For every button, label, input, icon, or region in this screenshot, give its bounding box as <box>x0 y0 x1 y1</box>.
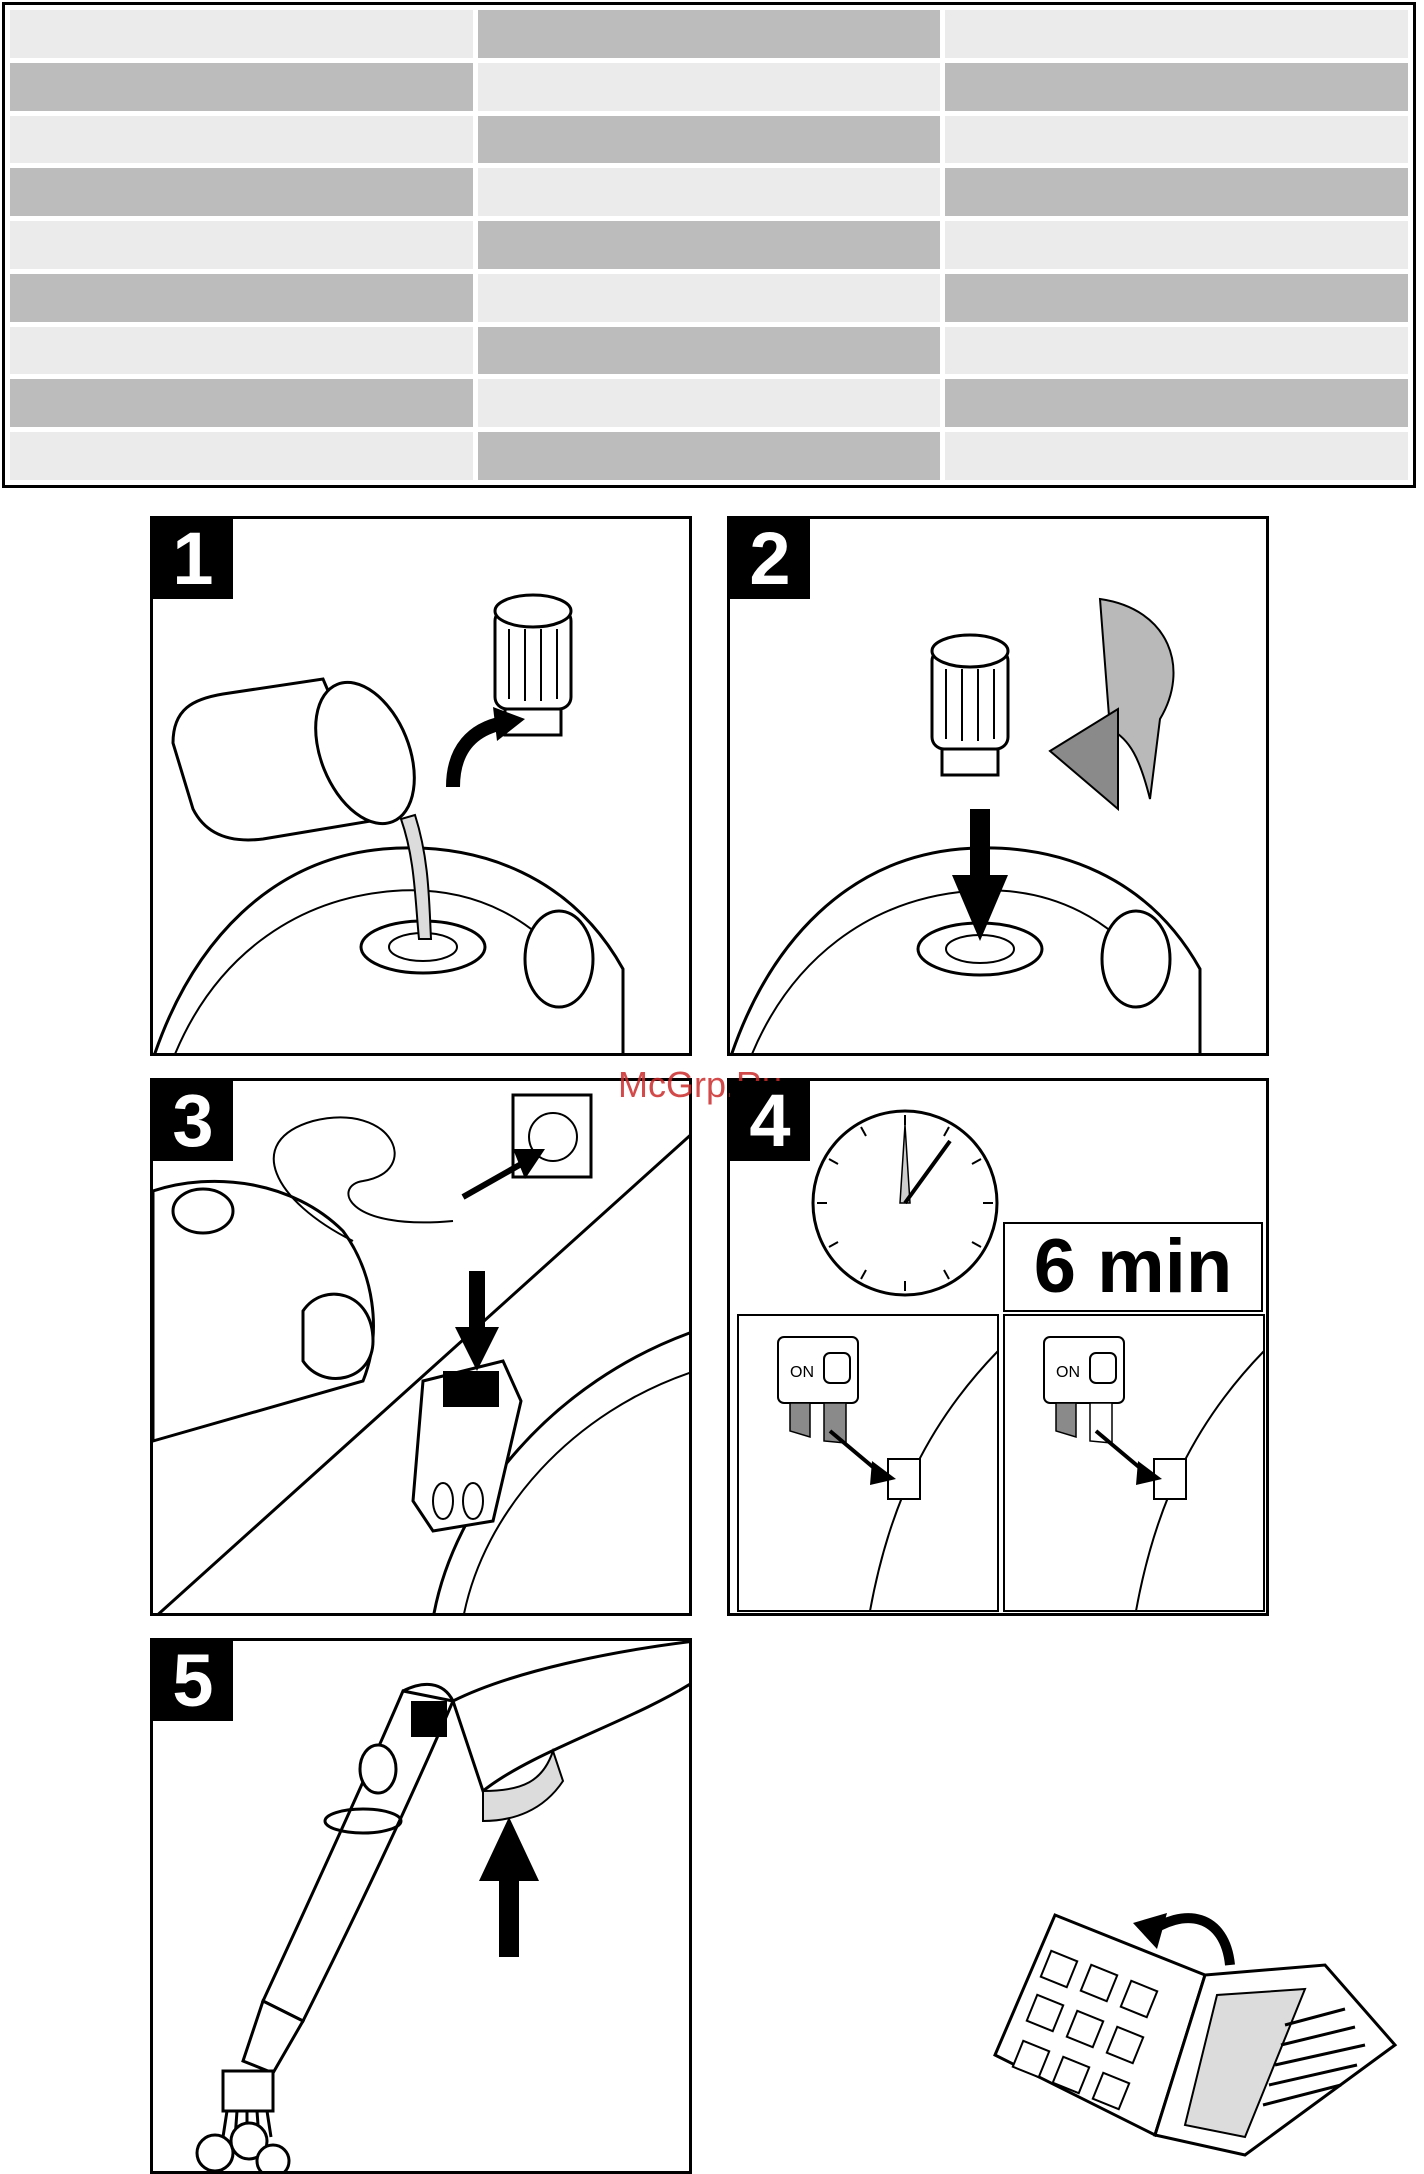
table-cell <box>477 273 941 322</box>
step-5-panel: 5 <box>150 1638 692 2174</box>
table-cell <box>10 326 473 375</box>
table-cell <box>477 432 941 480</box>
step-2-number: 2 <box>730 519 810 599</box>
step-4-number: 4 <box>730 1081 810 1161</box>
table-cell <box>945 10 1408 58</box>
table-cell <box>10 273 473 322</box>
step-2-panel: 2 <box>727 516 1269 1056</box>
table-cell <box>10 168 473 217</box>
table-cell <box>477 326 941 375</box>
table-cell <box>945 62 1408 111</box>
step-1-number: 1 <box>153 519 233 599</box>
table-cell <box>477 379 941 428</box>
heat-up-timer-icon: ON ON <box>737 1109 1265 1612</box>
table-cell <box>10 432 473 480</box>
table-cell <box>10 62 473 111</box>
step-3-number: 3 <box>153 1081 233 1161</box>
plug-in-icon <box>153 1093 689 1613</box>
screw-cap-icon <box>730 597 1202 1053</box>
table-cell <box>477 10 941 58</box>
table-cell <box>10 10 473 58</box>
pour-water-icon <box>153 593 625 1053</box>
step-3-panel: 3 <box>150 1078 692 1616</box>
on-label: ON <box>790 1364 814 1381</box>
table-cell <box>945 326 1408 375</box>
table-cell <box>477 62 941 111</box>
table-cell <box>477 221 941 269</box>
on-label-2: ON <box>1056 1364 1080 1381</box>
steam-trigger-icon <box>195 1641 689 2171</box>
step-5-number: 5 <box>153 1641 233 1721</box>
table-cell <box>10 379 473 428</box>
color-table <box>2 2 1416 488</box>
table-cell <box>945 115 1408 164</box>
table-cell <box>945 379 1408 428</box>
table-cell <box>945 221 1408 269</box>
table-cell <box>477 115 941 164</box>
table-cell <box>945 273 1408 322</box>
table-cell <box>945 168 1408 217</box>
timer-label: 6 min <box>1003 1222 1263 1312</box>
open-manual-icon <box>993 1913 1398 2157</box>
table-cell <box>945 432 1408 480</box>
step-4-panel: 4 ON <box>727 1078 1269 1616</box>
table-cell <box>477 168 941 217</box>
table-cell <box>10 221 473 269</box>
table-cell <box>10 115 473 164</box>
step-1-panel: 1 <box>150 516 692 1056</box>
